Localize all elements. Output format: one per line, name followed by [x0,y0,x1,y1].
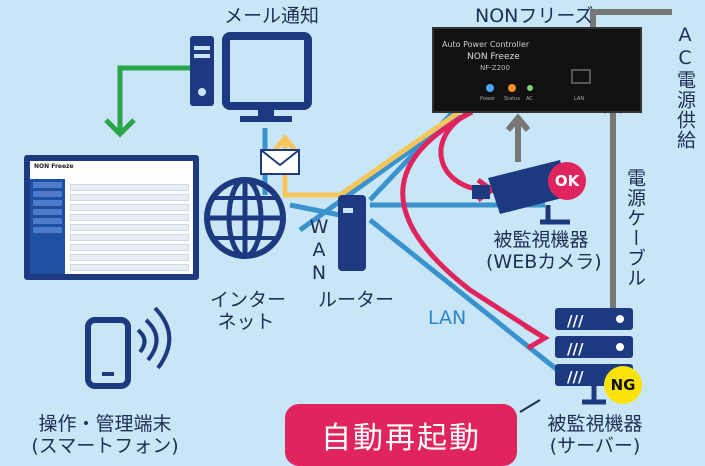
control-arrow-server [523,323,550,351]
device-line1: Auto Power Controller [442,40,530,49]
ng-badge: NG [604,366,642,404]
ok-badge: OK [548,162,586,200]
led-ac-label: AC [526,96,533,102]
camera-label-line2: (WEBカメラ) [486,250,602,273]
pc-tower-icon [190,36,214,106]
internet-label-line1: インター [210,289,287,311]
power-cable-label: 電源ケーブル [624,168,646,288]
router-label: ルーター [318,289,395,311]
mail-notice-label: メール通知 [224,5,320,27]
screen-title: NON Freeze [30,161,193,179]
smartphone-icon [85,306,172,389]
server-label-line1: 被監視機器 [547,413,643,435]
control-line-server [400,109,542,338]
product-name-label: NONフリーズ [475,5,594,27]
server-label: 被監視機器 (サーバー) [535,413,655,458]
pc-monitor-icon [222,32,312,110]
internet-label-line2: ネット [217,310,275,333]
globe-icon [204,177,286,259]
device-model: NF-Z200 [480,64,510,72]
internet-router-line [289,202,341,218]
wan-line-2 [338,105,467,198]
camera-label: 被監視機器 (WEBカメラ) [486,229,602,274]
notify-line [117,65,190,132]
notify-arrow [104,118,136,138]
screen-sidebar [30,179,65,274]
internet-label: インター ネット [210,289,287,334]
lan-port-label: LAN [574,96,585,102]
camera-power-arrow [505,113,531,132]
svg-text:///: /// [567,368,584,386]
screen-rows [70,181,189,271]
wan-label: WAN [308,216,330,285]
auto-restart-button: 自動再起動 [285,404,517,466]
ac-supply-label: AC電源供給 [674,24,696,150]
terminal-label: 操作・管理端末 (スマートフォン) [30,413,180,458]
router-icon [338,195,366,271]
terminal-label-line2: (スマートフォン) [31,434,179,457]
mail-arrow [273,134,297,152]
led-power-label: Power [480,96,496,102]
led-status-label: Status [504,96,520,102]
non-freeze-device [432,27,642,113]
lan-label: LAN [428,307,467,329]
device-line2: NON Freeze [467,52,520,62]
svg-text:///: /// [567,312,584,330]
svg-text:///: /// [567,340,584,358]
management-screen: NON Freeze [24,155,199,280]
camera-label-line1: 被監視機器 [493,229,589,251]
terminal-label-line1: 操作・管理端末 [38,413,172,435]
server-label-line2: (サーバー) [549,434,641,457]
